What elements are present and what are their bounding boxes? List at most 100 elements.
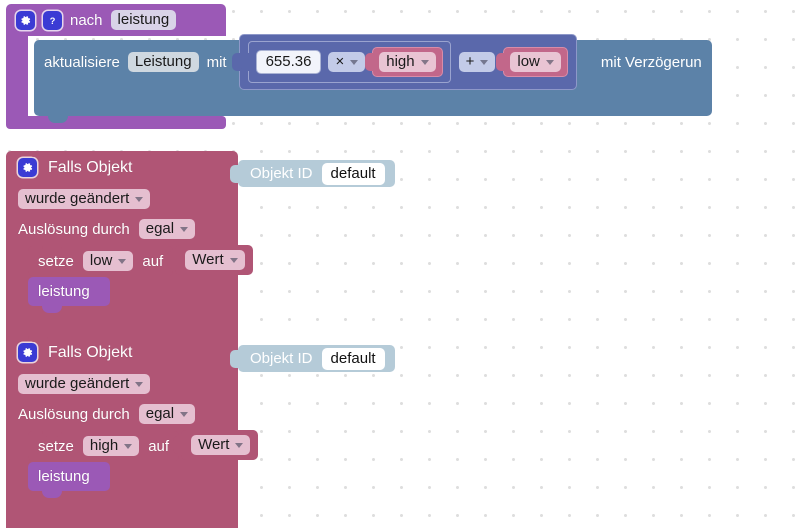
object-condition-row[interactable]: wurde geändert [6,184,238,214]
condition-text: wurde geändert [25,190,130,207]
operand-a-dropdown[interactable]: high [379,52,436,72]
chevron-down-icon [180,411,189,417]
wert-value-block[interactable]: Wert [167,245,253,275]
operand-b-text: low [517,53,540,70]
chevron-down-icon [420,59,429,65]
schedule-value-field[interactable]: leistung [110,10,177,30]
gear-icon[interactable] [16,10,35,30]
math-inner-plug [240,53,250,71]
schedule-bottom-bar [6,116,226,129]
setze-row-wrapper: setze high auf Wert [6,429,259,461]
object-trigger-block[interactable]: Falls Objekt wurde geändert Auslösung du… [6,151,395,363]
update-tail-label: mit Verzögerun [600,53,702,71]
setze-row-wrapper: setze low auf Wert [6,244,253,276]
wert-plug [167,251,177,269]
auf-label: auf [142,252,164,270]
object-condition-row[interactable]: wurde geändert [6,369,238,399]
number-input[interactable]: 655.36 [255,50,322,74]
chevron-down-icon [135,196,144,202]
gear-icon[interactable] [18,343,37,362]
trigger-source-label: Auslösung durch [18,405,130,423]
chevron-down-icon [350,59,359,65]
wert-dropdown[interactable]: Wert [191,435,251,455]
wert-dropdown[interactable]: Wert [185,250,245,270]
set-variable-block[interactable]: setze low auf [28,246,174,276]
schedule-keyword: nach [70,11,103,29]
set-variable-dropdown[interactable]: high [82,436,140,456]
operand-a-block[interactable]: high [365,47,443,77]
number-value: 655.36 [265,53,312,70]
set-variable-text: low [89,252,113,269]
object-trigger-title: Falls Objekt [48,343,133,361]
object-trigger-source-row[interactable]: Auslösung durch egal [6,214,238,244]
update-statement-block[interactable]: aktualisiere Leistung mit 655.36 × [34,34,712,123]
variable-text: leistung [38,468,90,485]
schedule-header-row[interactable]: ? nach leistung [6,4,226,36]
trigger-source-dropdown[interactable]: egal [138,404,196,424]
chevron-down-icon [229,257,238,263]
object-trigger-title: Falls Objekt [48,158,133,176]
auf-label: auf [148,437,170,455]
chevron-down-icon [135,381,144,387]
math-multiply-block[interactable]: 655.36 × high [240,41,451,83]
chevron-down-icon [124,443,133,449]
objekt-id-input[interactable]: default [321,347,385,370]
schedule-left-rail [6,36,28,125]
object-trigger-header-row[interactable]: Falls Objekt [6,336,238,369]
chevron-down-icon [480,59,489,65]
objekt-id-block[interactable]: Objekt ID default [230,345,395,372]
set-label: setze [38,437,74,455]
set-variable-text: high [89,437,119,454]
object-left-rail [6,306,28,340]
chevron-down-icon [180,226,189,232]
set-label: setze [38,252,74,270]
object-trigger-block[interactable]: Falls Objekt wurde geändert Auslösung du… [6,336,395,528]
wert-text: Wert [192,251,224,268]
update-target-text: Leistung [134,53,192,70]
operator-multiply-symbol: × [335,53,345,70]
condition-dropdown[interactable]: wurde geändert [18,374,151,394]
update-target-field[interactable]: Leistung [127,52,199,72]
condition-dropdown[interactable]: wurde geändert [18,189,151,209]
operand-b-dropdown[interactable]: low [510,52,561,72]
object-left-rail [6,491,28,525]
object-trigger-header-row[interactable]: Falls Objekt [6,151,238,184]
set-variable-dropdown[interactable]: low [82,251,134,271]
gear-icon[interactable] [18,158,37,177]
schedule-block[interactable]: ? nach leistung aktualisiere Leistung mi… [6,4,712,129]
wert-plug [173,436,183,454]
wert-value-block[interactable]: Wert [173,430,259,460]
object-trigger-body: Falls Objekt wurde geändert Auslösung du… [6,336,259,528]
object-trigger-body: Falls Objekt wurde geändert Auslösung du… [6,151,253,344]
help-icon[interactable]: ? [43,10,62,30]
variable-block[interactable]: leistung [28,462,110,498]
object-trigger-source-row[interactable]: Auslösung durch egal [6,399,238,429]
update-verb: aktualisiere [44,53,120,71]
operator-add-dropdown[interactable]: + [458,52,496,72]
update-row: aktualisiere Leistung mit 655.36 × [34,34,712,90]
objekt-id-value: default [330,164,376,182]
operand-b-plug [496,53,506,71]
objekt-id-input[interactable]: default [321,162,385,185]
update-with-label: mit [206,53,227,71]
operand-b-block[interactable]: low [496,47,568,77]
math-arithmetic-block[interactable]: 655.36 × high [231,34,577,90]
operand-a-plug [365,53,375,71]
objekt-id-label: Objekt ID [250,165,313,182]
variable-block[interactable]: leistung [28,277,110,313]
variable-text: leistung [38,283,90,300]
operator-add-symbol: + [465,53,475,70]
objekt-id-plug [230,164,239,183]
math-outer-plug [231,53,241,71]
operand-a-text: high [386,53,415,70]
chevron-down-icon [545,59,554,65]
trigger-source-label: Auslösung durch [18,220,130,238]
chevron-down-icon [235,442,244,448]
operator-multiply-dropdown[interactable]: × [328,52,366,72]
trigger-source-dropdown[interactable]: egal [138,219,196,239]
set-variable-block[interactable]: setze high auf [28,431,180,461]
objekt-id-value: default [330,349,376,367]
objekt-id-block[interactable]: Objekt ID default [230,160,395,187]
svg-text:?: ? [50,15,56,25]
